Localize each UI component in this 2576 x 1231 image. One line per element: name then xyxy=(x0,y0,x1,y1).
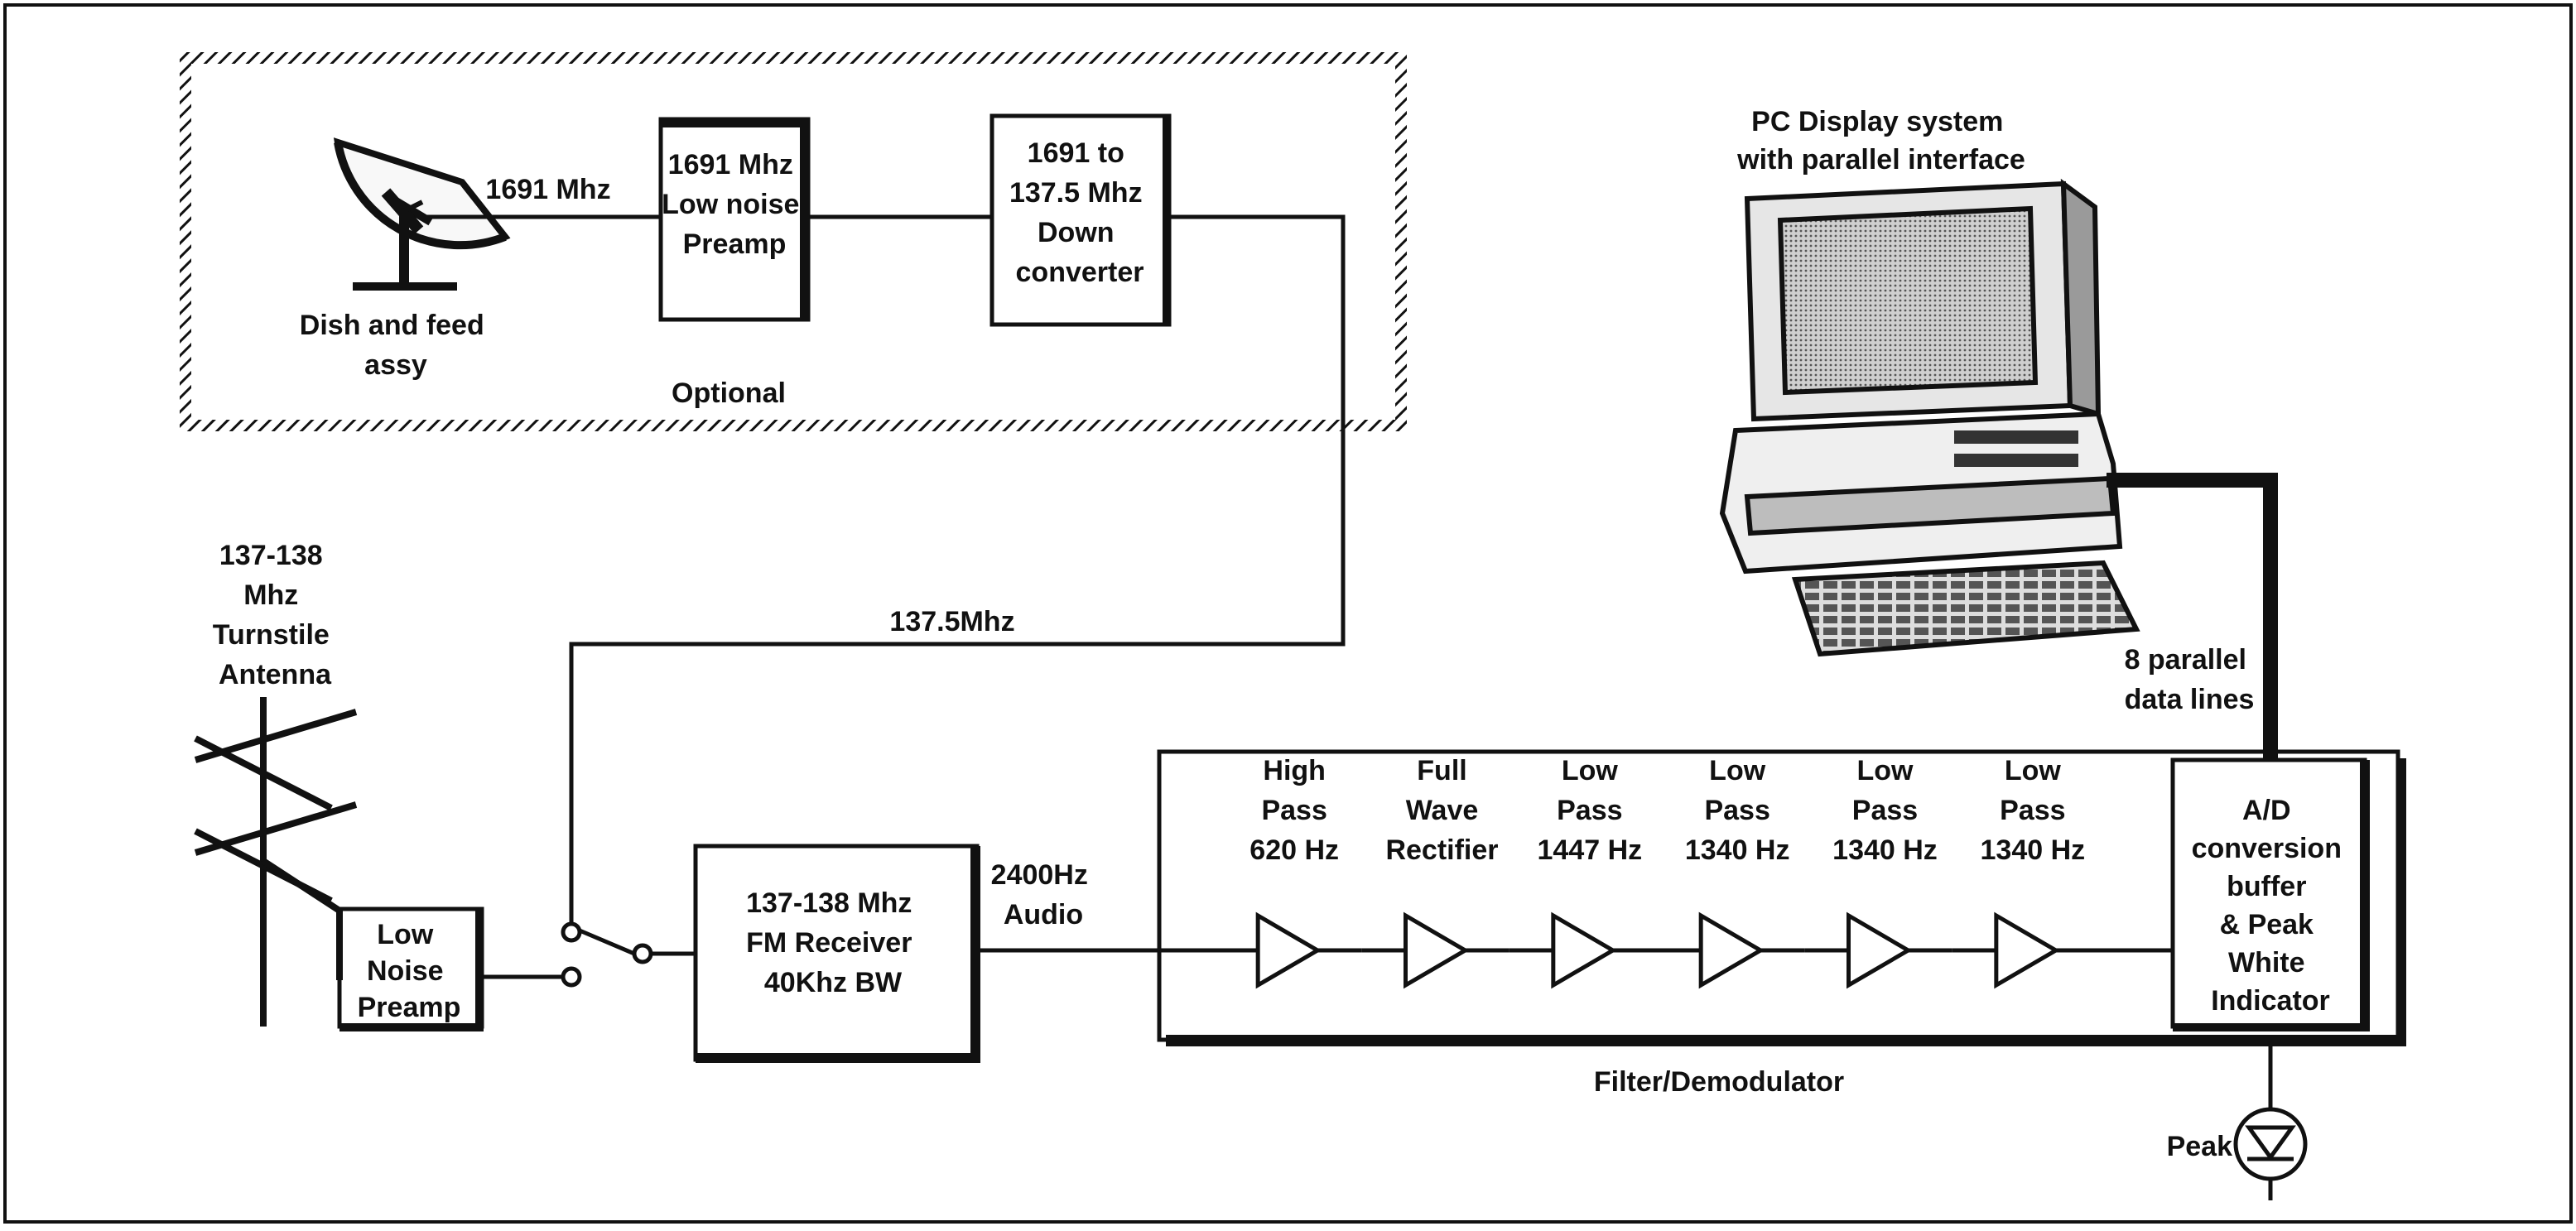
svg-text:Low Noise Preamp: Low Noise Preamp xyxy=(358,919,461,1023)
amplifier-triangle-icon xyxy=(1847,911,1913,989)
dish-freq-label: 1691 Mhz xyxy=(485,174,610,205)
fm-receiver-block: 137-138 Mhz FM Receiver 40Khz BW xyxy=(693,844,980,1063)
amplifier-triangle-icon xyxy=(1551,911,1617,989)
svg-text:137-138 Mhz FM Receiver: 137-138 Mhz FM Receiver 40Khz BW xyxy=(746,887,920,998)
dish-icon xyxy=(333,137,511,291)
svg-text:A/D conversion buf: A/D conversion buffer & Peak White Indic… xyxy=(2192,795,2350,1017)
amplifier-triangle-icon xyxy=(1994,911,2060,989)
amplifier-triangle-icon xyxy=(1404,911,1470,989)
optional-section: Optional xyxy=(180,52,1407,431)
wire-downconverter-switch xyxy=(569,214,1346,924)
svg-text:1691 Mhz Low noise: 1691 Mhz Low noise Preamp xyxy=(662,149,807,260)
svg-text:1691 to 137.5 Mhz: 1691 to 137.5 Mhz Down converter xyxy=(1009,137,1150,288)
preamp-1691-block: 1691 Mhz Low noise Preamp xyxy=(658,117,811,322)
optional-label: Optional xyxy=(672,377,786,409)
adc-block: A/D conversion buffer & Peak White Indic… xyxy=(2170,757,2370,1031)
pc-computer-icon xyxy=(1719,178,2140,657)
if-freq-label: 137.5Mhz xyxy=(889,606,1014,637)
pc-label: PC Display system with parallel interfac… xyxy=(1736,106,2025,176)
amplifier-triangle-icon xyxy=(1698,911,1765,989)
data-lines-label: 8 parallel data lines xyxy=(2125,644,2255,715)
audio-label: 2400Hz Audio xyxy=(991,859,1096,930)
filter-demodulator-box: Filter/Demodulator xyxy=(1157,749,2406,1098)
turnstile-antenna-icon xyxy=(194,697,358,1027)
turnstile-label: 137-138 Mhz Turnstile Antenna xyxy=(213,540,338,690)
downconverter-block: 1691 to 137.5 Mhz Down converter xyxy=(989,113,1172,327)
dish-label: Dish and feed assy xyxy=(300,310,492,381)
peak-label: Peak xyxy=(2167,1131,2232,1162)
input-select-switch xyxy=(561,921,696,988)
amplifier-triangle-icon xyxy=(1255,911,1322,989)
filter-label: Filter/Demodulator xyxy=(1594,1066,1844,1098)
outer-frame xyxy=(3,3,2573,1224)
lna-block: Low Noise Preamp xyxy=(337,906,484,1031)
data-lines-bus xyxy=(2107,473,2278,760)
peak-led-icon xyxy=(2233,1107,2308,1181)
